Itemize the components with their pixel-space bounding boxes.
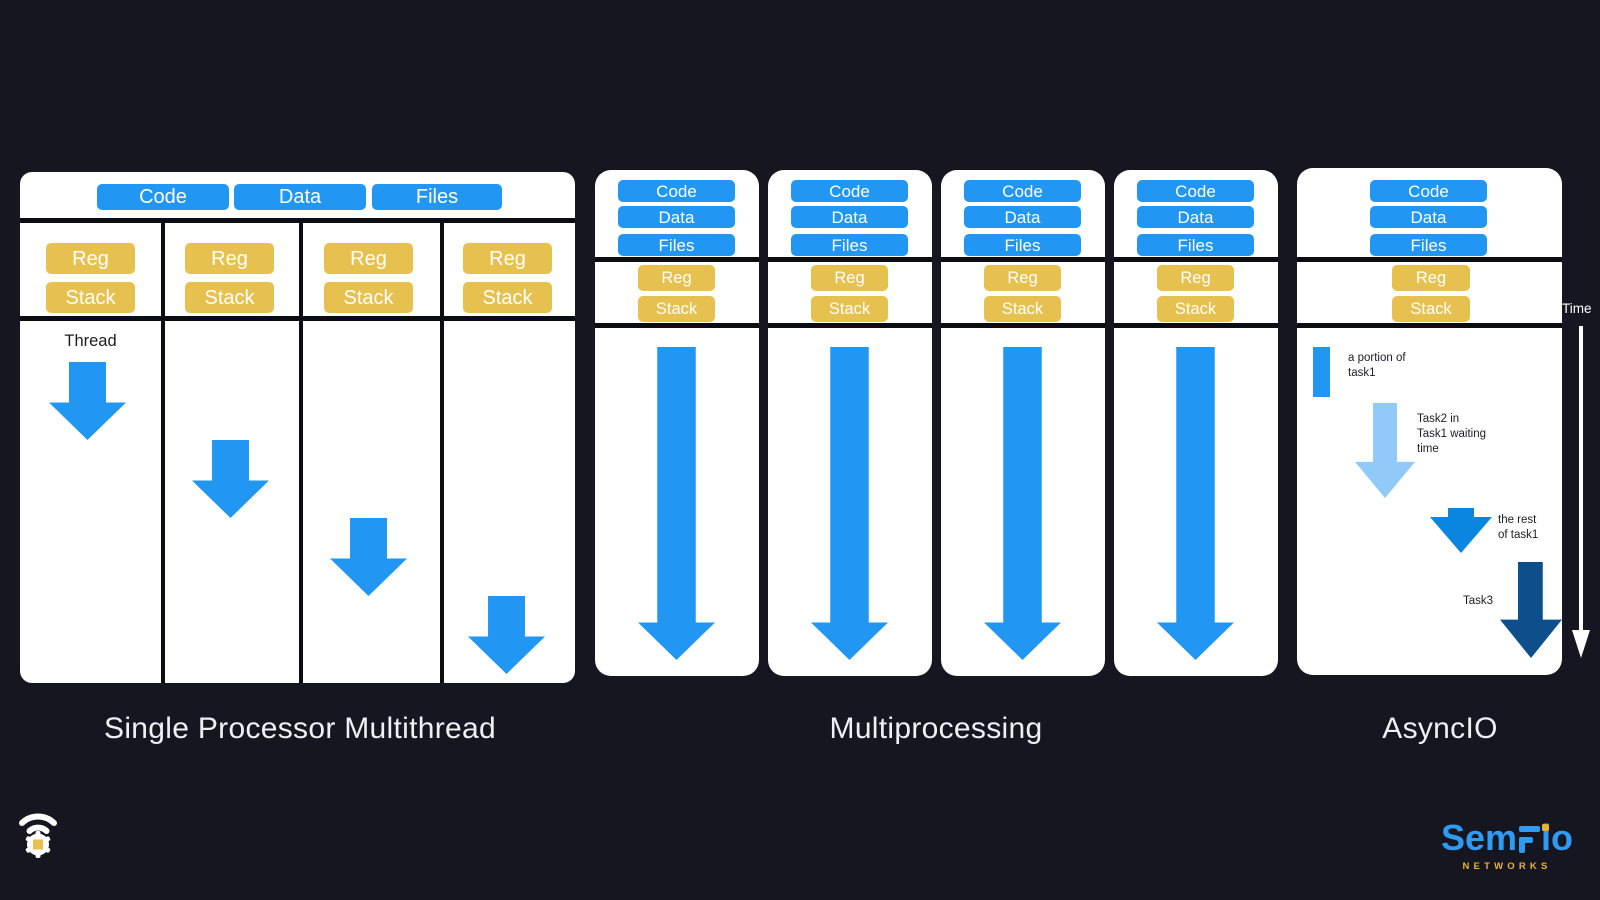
memory-block-data: Data — [791, 206, 908, 228]
divider-line — [595, 257, 759, 262]
memory-block-code: Code — [1137, 180, 1254, 202]
reg-block: Reg — [46, 243, 135, 274]
reg-block: Reg — [638, 265, 715, 291]
task2-label: Task2 in Task1 waiting time — [1417, 412, 1486, 457]
label-line: the rest — [1498, 514, 1537, 526]
memory-block-files: Files — [791, 234, 908, 256]
label-line: Task2 in — [1417, 413, 1460, 425]
multiprocessing-process-panel: Code Data Files Reg Stack — [1114, 170, 1278, 676]
time-axis-label: Time — [1562, 301, 1592, 316]
divider-line — [20, 218, 575, 223]
thread-execution-arrow — [49, 362, 126, 440]
networks-subtitle: NETWORKS — [1462, 861, 1552, 872]
memory-block-data: Data — [1370, 206, 1487, 228]
memory-block-files: Files — [1137, 234, 1254, 256]
label-line: Task3 — [1463, 595, 1494, 607]
task3-label: Task3 — [1463, 594, 1493, 609]
reg-block: Reg — [463, 243, 552, 274]
task1-rest-label: the rest of task1 — [1498, 513, 1538, 543]
column-divider — [440, 218, 444, 683]
label-line: time — [1417, 443, 1439, 455]
memory-block-code: Code — [97, 184, 229, 210]
process-execution-arrow — [811, 347, 888, 660]
stack-block: Stack — [46, 282, 135, 313]
divider-line — [1114, 323, 1278, 328]
divider-line — [768, 323, 932, 328]
reg-block: Reg — [324, 243, 413, 274]
reg-block: Reg — [811, 265, 888, 291]
memory-block-files: Files — [372, 184, 502, 210]
task3-arrow — [1500, 562, 1562, 658]
task1-portion-label: a portion of task1 — [1348, 351, 1406, 381]
stack-block: Stack — [185, 282, 274, 313]
process-execution-arrow — [1157, 347, 1234, 660]
stack-block: Stack — [638, 296, 715, 322]
memory-block-data: Data — [234, 184, 366, 210]
thread-label: Thread — [64, 332, 117, 350]
stack-block: Stack — [811, 296, 888, 322]
semfio-wordmark: Sem io — [1441, 818, 1573, 858]
reg-block: Reg — [1157, 265, 1234, 291]
stack-block: Stack — [324, 282, 413, 313]
caption-multiprocessing: Multiprocessing — [829, 712, 1043, 745]
multiprocessing-process-panel: Code Data Files Reg Stack — [768, 170, 932, 676]
wordmark-left: Sem — [1441, 817, 1518, 858]
divider-line — [595, 323, 759, 328]
stack-block: Stack — [1157, 296, 1234, 322]
memory-block-data: Data — [618, 206, 735, 228]
memory-block-code: Code — [964, 180, 1081, 202]
process-execution-arrow — [638, 347, 715, 660]
multiprocessing-process-panel: Code Data Files Reg Stack — [595, 170, 759, 676]
memory-block-data: Data — [1137, 206, 1254, 228]
memory-block-files: Files — [618, 234, 735, 256]
label-line: task1 — [1348, 367, 1376, 379]
divider-line — [768, 257, 932, 262]
process-execution-arrow — [984, 347, 1061, 660]
memory-block-code: Code — [618, 180, 735, 202]
reg-block: Reg — [984, 265, 1061, 291]
reg-block: Reg — [185, 243, 274, 274]
single-processor-multithread-panel: Code Data Files Reg Stack Reg Stack Reg … — [20, 172, 575, 683]
thread-execution-arrow — [468, 596, 545, 674]
divider-line — [1114, 257, 1278, 262]
multiprocessing-process-panel: Code Data Files Reg Stack — [941, 170, 1105, 676]
stack-block: Stack — [463, 282, 552, 313]
caption-asyncio: AsyncIO — [1382, 712, 1498, 745]
stylized-f-glyph — [1519, 826, 1541, 853]
time-axis-down-arrow-icon — [1572, 326, 1590, 658]
memory-block-code: Code — [1370, 180, 1487, 202]
reg-block: Reg — [1392, 265, 1470, 291]
divider-line — [20, 316, 575, 321]
label-line: Task1 waiting — [1417, 428, 1487, 440]
memory-block-data: Data — [964, 206, 1081, 228]
memory-block-files: Files — [964, 234, 1081, 256]
wifi-gear-icon — [19, 813, 57, 858]
semfio-logo: Sem io NETWORKS — [1441, 818, 1573, 873]
task1-rest-arrow — [1430, 508, 1492, 553]
memory-block-code: Code — [791, 180, 908, 202]
memory-block-files: Files — [1370, 234, 1487, 256]
column-divider — [299, 218, 303, 683]
thread-execution-arrow — [330, 518, 407, 596]
i-dot — [1542, 824, 1549, 831]
divider-line — [941, 257, 1105, 262]
thread-execution-arrow — [192, 440, 269, 518]
divider-line — [1297, 257, 1562, 262]
task1-portion-bar — [1313, 347, 1330, 397]
stack-block: Stack — [984, 296, 1061, 322]
column-divider — [161, 218, 165, 683]
asyncio-panel: Code Data Files Reg Stack a portion of t… — [1297, 168, 1562, 675]
caption-single-processor-multithread: Single Processor Multithread — [104, 712, 496, 745]
label-line: a portion of — [1348, 352, 1406, 364]
stack-block: Stack — [1392, 296, 1470, 322]
task2-arrow — [1355, 403, 1415, 498]
divider-line — [941, 323, 1105, 328]
divider-line — [1297, 323, 1562, 328]
wordmark-right: io — [1541, 818, 1573, 858]
label-line: of task1 — [1498, 529, 1539, 541]
